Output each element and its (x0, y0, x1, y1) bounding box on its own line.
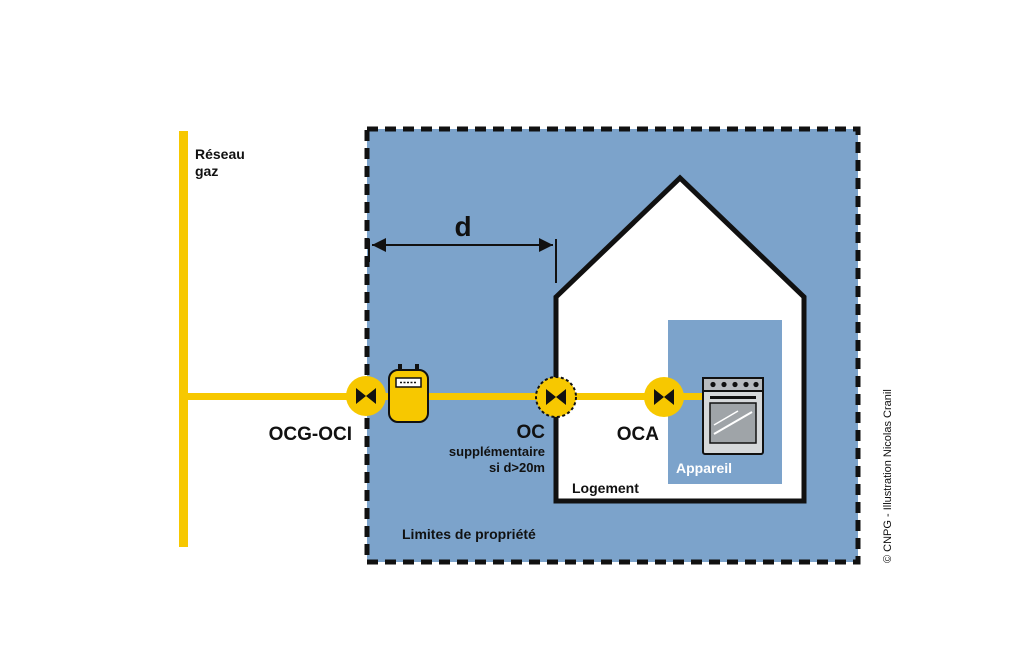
gas-meter-icon (388, 364, 429, 423)
valve-extra-note: supplémentaire (449, 444, 545, 459)
gas-service-pipe (183, 393, 703, 400)
distance-label: d (454, 211, 471, 242)
valve-icon (346, 376, 386, 416)
valve-main-label: OCG-OCI (269, 424, 352, 445)
valve-icon (535, 376, 577, 418)
valve-extra-label: OC (517, 422, 546, 443)
appliance-label: Appareil (676, 460, 732, 476)
property-limits-label: Limites de propriété (402, 526, 536, 542)
gas-stove-icon (702, 377, 764, 455)
dwelling-label: Logement (572, 480, 639, 496)
network-label: Réseau (195, 146, 245, 162)
credit-text: © CNPG - Illustration Nicolas Cranil (882, 389, 894, 563)
gas-network-pipe (179, 131, 188, 547)
network-label: gaz (195, 163, 218, 179)
valve-extra-note: si d>20m (489, 460, 545, 475)
valve-appliance-label: OCA (617, 424, 660, 445)
distance-dimension (368, 238, 557, 283)
valve-icon (644, 377, 684, 417)
